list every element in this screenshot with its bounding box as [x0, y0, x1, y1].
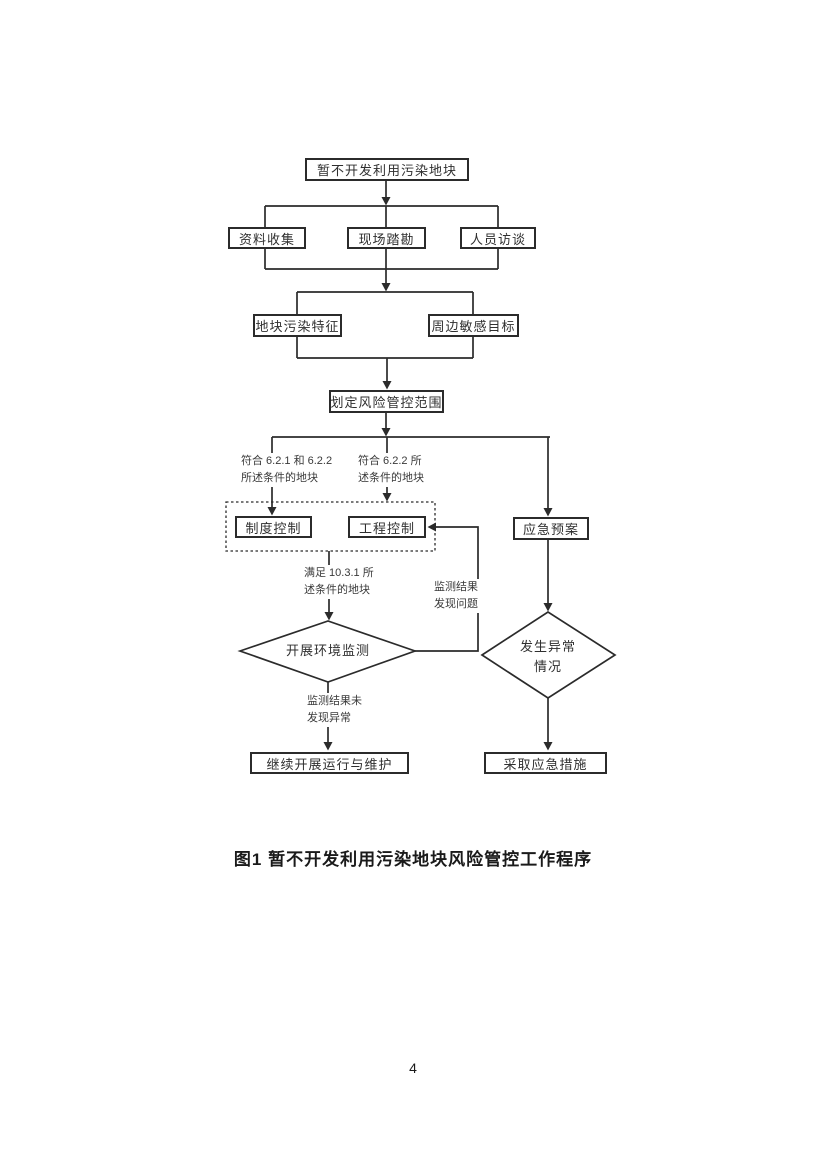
node-continue-operation: 继续开展运行与维护: [250, 752, 409, 774]
condition-1031-line2: 述条件的地块: [304, 584, 370, 596]
condition-622-line1: 符合 6.2.2 所: [358, 455, 422, 467]
label-condition-1031: 满足 10.3.1 所 述条件的地块: [303, 565, 375, 599]
node-data-collection: 资料收集: [228, 227, 306, 249]
abnormal-line1: 发生异常: [519, 639, 576, 654]
abnormal-line2: 情况: [533, 659, 562, 674]
label-monitoring-diamond: 开展环境监测: [285, 643, 370, 658]
node-institutional-control: 制度控制: [235, 516, 312, 538]
node-emergency-measures: 采取应急措施: [484, 752, 607, 774]
control-group-dotted-box: [225, 501, 436, 552]
node-delineate-scope: 划定风险管控范围: [329, 390, 444, 413]
node-sensitive-targets: 周边敏感目标: [428, 314, 519, 337]
condition-621-622-line2: 所述条件的地块: [241, 472, 318, 484]
node-personnel-interview: 人员访谈: [460, 227, 536, 249]
figure-caption: 图1 暂不开发利用污染地块风险管控工作程序: [233, 850, 593, 869]
label-condition-622: 符合 6.2.2 所 述条件的地块: [357, 453, 425, 487]
node-emergency-plan: 应急预案: [513, 517, 589, 540]
node-pollution-characteristics: 地块污染特征: [253, 314, 342, 337]
label-monitoring-normal: 监测结果未 发现异常: [306, 693, 363, 727]
condition-1031-line1: 满足 10.3.1 所: [304, 567, 374, 579]
monitoring-problem-line1: 监测结果: [434, 581, 478, 593]
monitoring-normal-line1: 监测结果未: [307, 695, 362, 707]
page-number: 4: [409, 1060, 417, 1076]
node-start: 暂不开发利用污染地块: [305, 158, 469, 181]
label-monitoring-problem: 监测结果 发现问题: [433, 579, 479, 613]
condition-622-line2: 述条件的地块: [358, 472, 424, 484]
monitoring-normal-line2: 发现异常: [307, 712, 351, 724]
node-engineering-control: 工程控制: [348, 516, 426, 538]
decision-diamond-abnormal: [480, 610, 617, 700]
condition-621-622-line1: 符合 6.2.1 和 6.2.2: [241, 455, 333, 467]
monitoring-problem-line2: 发现问题: [434, 598, 478, 610]
label-abnormal-diamond: 发生异常 情况: [493, 635, 603, 679]
node-site-survey: 现场踏勘: [347, 227, 426, 249]
label-condition-621-622: 符合 6.2.1 和 6.2.2 所述条件的地块: [240, 453, 334, 487]
